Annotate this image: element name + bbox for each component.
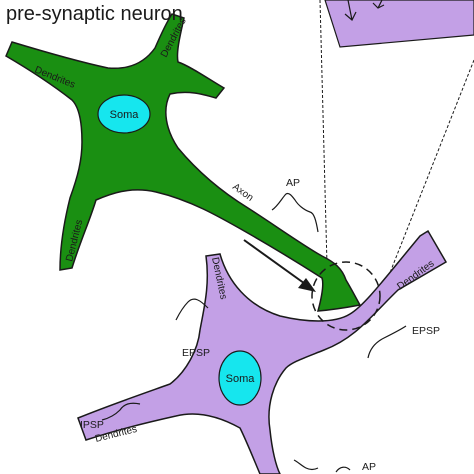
epsp-right-trace xyxy=(367,325,407,359)
presynaptic-body xyxy=(5,13,362,312)
signal-direction-arrow-icon xyxy=(243,239,316,292)
ipsp-label: IPSP xyxy=(80,419,104,431)
postsynaptic-soma xyxy=(218,350,262,406)
presynaptic-soma-label: Soma xyxy=(110,109,140,121)
epsp-right-label: EPSP xyxy=(412,325,440,337)
ipsp-trace xyxy=(101,402,141,421)
postsynaptic-neuron: Soma Dendrites Dendrites Dendrites xyxy=(77,229,448,474)
ap-postsynaptic-trace xyxy=(293,459,319,471)
presynaptic-neuron: Soma Dendrites Dendrites Dendrites Axon xyxy=(5,13,362,312)
inset-arrow-icon xyxy=(372,0,385,9)
presynaptic-soma xyxy=(97,94,151,134)
ap-postsynaptic-trace-2 xyxy=(335,466,351,473)
potential-traces xyxy=(101,192,407,473)
zoom-guide-lines xyxy=(319,0,474,299)
synapse-inset xyxy=(324,0,474,48)
postsynaptic-body xyxy=(77,229,448,474)
epsp-left-label: EPSP xyxy=(182,347,210,359)
postsynaptic-soma-label: Soma xyxy=(226,373,256,385)
ap-presynaptic-label: AP xyxy=(286,177,300,189)
diagram-title: pre-synaptic neuron xyxy=(6,3,183,25)
ap-presynaptic-trace xyxy=(271,192,319,233)
synapse-highlight-circle xyxy=(311,261,381,331)
inset-arrow-icon xyxy=(344,0,357,21)
ap-postsynaptic-label: AP xyxy=(362,461,376,473)
epsp-left-trace xyxy=(175,298,209,321)
